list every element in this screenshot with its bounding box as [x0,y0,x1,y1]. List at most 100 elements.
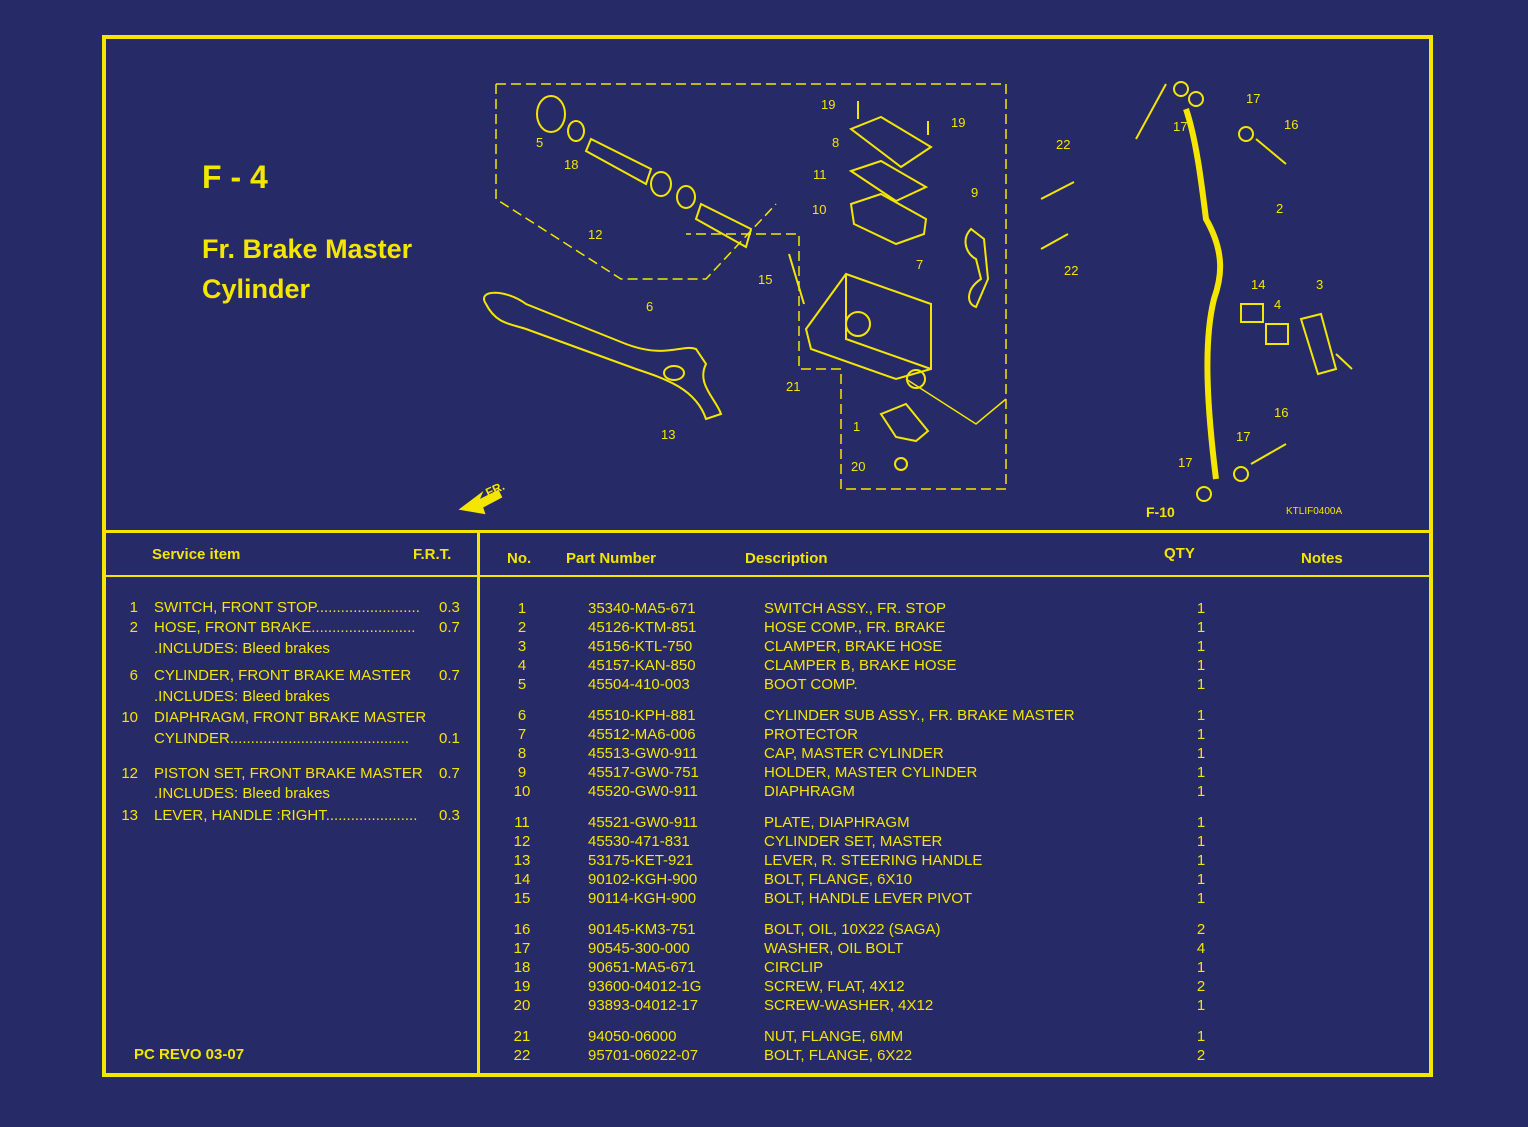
part-row-part-number: 90102-KGH-900 [588,871,698,888]
part-row-qty: 1 [1196,890,1206,907]
table-top-divider [106,530,1429,533]
part-row-qty: 1 [1196,600,1206,617]
pivot-bolt [788,253,805,305]
part-row-number: 10 [513,783,531,800]
part-row-qty: 2 [1196,978,1206,995]
part-row-qty: 1 [1196,1028,1206,1045]
assembly-outline [496,83,1007,490]
part-row-part-number: 35340-MA5-671 [588,600,696,617]
oil-bolt-top [1255,138,1287,165]
service-row-number: 12 [121,765,138,782]
front-arrow [458,489,503,515]
part-row-qty: 1 [1196,997,1206,1014]
service-row-number: 10 [121,709,138,726]
part-row-description: CYLINDER SUB ASSY., FR. BRAKE MASTER [764,707,1075,724]
holder-bolt-b [1040,233,1069,250]
callout-16a: 16 [1284,117,1298,132]
part-row-description: DIAPHRAGM [764,783,855,800]
part-row-qty: 2 [1196,1047,1206,1064]
callout-2: 2 [1276,201,1283,216]
part-row-number: 7 [517,726,527,743]
circlip-part [567,120,585,142]
part-row-description: CLAMPER, BRAKE HOSE [764,638,943,655]
part-row-qty: 4 [1196,940,1206,957]
callout-15: 15 [758,272,772,287]
service-row-name: HOSE, FRONT BRAKE.......................… [154,619,416,636]
exploded-diagram: 5 18 12 6 13 19 19 8 11 10 9 7 15 21 1 2… [458,81,1353,520]
callout-13: 13 [661,427,675,442]
part-row-number: 13 [513,852,531,869]
callout-21: 21 [786,379,800,394]
service-row-frt: 0.3 [439,599,460,616]
piston-spring [694,202,753,249]
part-row-part-number: 90545-300-000 [588,940,690,957]
callout-11: 11 [813,167,827,182]
part-row-qty: 1 [1196,707,1206,724]
service-row-number: 6 [129,667,138,684]
callout-10: 10 [812,202,826,217]
model-footer: PC REVO 03-07 [134,1046,245,1063]
hose-clamper-b [1265,323,1289,345]
part-row-description: PROTECTOR [764,726,858,743]
part-row-part-number: 94050-06000 [588,1028,677,1045]
service-row: .INCLUDES: Bleed brakes [106,687,466,707]
part-row-description: LEVER, R. STEERING HANDLE [764,852,983,869]
part-row-number: 3 [517,638,527,655]
part-row-description: BOLT, FLANGE, 6X10 [764,871,913,888]
service-row-name: CYLINDER, FRONT BRAKE MASTER [154,667,412,684]
part-row-qty: 1 [1196,745,1206,762]
callout-17b: 17 [1246,91,1260,106]
figure-code: F - 4 [202,159,268,195]
part-row-description: SWITCH ASSY., FR. STOP [764,600,946,617]
service-row: .INCLUDES: Bleed brakes [106,784,466,804]
part-row-description: SCREW, FLAT, 4X12 [764,978,905,995]
master-cylinder-holder [964,227,990,309]
service-row-name: PISTON SET, FRONT BRAKE MASTER [154,765,423,782]
part-row-description: BOLT, HANDLE LEVER PIVOT [764,890,973,907]
part-row-part-number: 90651-MA5-671 [588,959,696,976]
part-row-description: SCREW-WASHER, 4X12 [764,997,934,1014]
part-row-description: CIRCLIP [764,959,824,976]
part-row-description: HOLDER, MASTER CYLINDER [764,764,978,781]
callout-17a: 17 [1173,119,1187,134]
part-row-part-number: 45512-MA6-006 [588,726,696,743]
oil-bolt-washer-top [1173,81,1189,97]
no-header: No. [507,550,532,567]
callout-22b: 22 [1064,263,1078,278]
piston-rod [584,137,653,186]
part-row-description: BOLT, FLANGE, 6X22 [764,1047,913,1064]
brake-hose [1183,108,1224,480]
part-row-qty: 1 [1196,814,1206,831]
part-row-qty: 1 [1196,871,1206,888]
service-row-name: SWITCH, FRONT STOP......................… [154,599,420,616]
front-stop-switch [879,402,930,443]
lever-pivot [663,365,685,381]
part-row-part-number: 95701-06022-07 [588,1047,699,1064]
front-label: FR. [483,479,506,500]
callout-9: 9 [971,185,978,200]
service-row-name: .INCLUDES: Bleed brakes [154,785,330,802]
callout-4: 4 [1274,297,1281,312]
part-row-qty: 1 [1196,764,1206,781]
service-row-number: 1 [129,599,138,616]
callout-20: 20 [851,459,865,474]
service-row-frt: 0.7 [439,619,460,636]
qty-header: QTY [1164,545,1195,562]
part-row-description: BOLT, OIL, 10X22 (SAGA) [764,921,941,938]
part-row-number: 2 [517,619,527,636]
figure-title: Fr. Brake Master Cylinder [202,229,412,309]
cylinder-leader [905,378,1007,425]
oil-bolt-bottom [1250,443,1287,465]
part-row-part-number: 45520-GW0-911 [588,783,698,800]
